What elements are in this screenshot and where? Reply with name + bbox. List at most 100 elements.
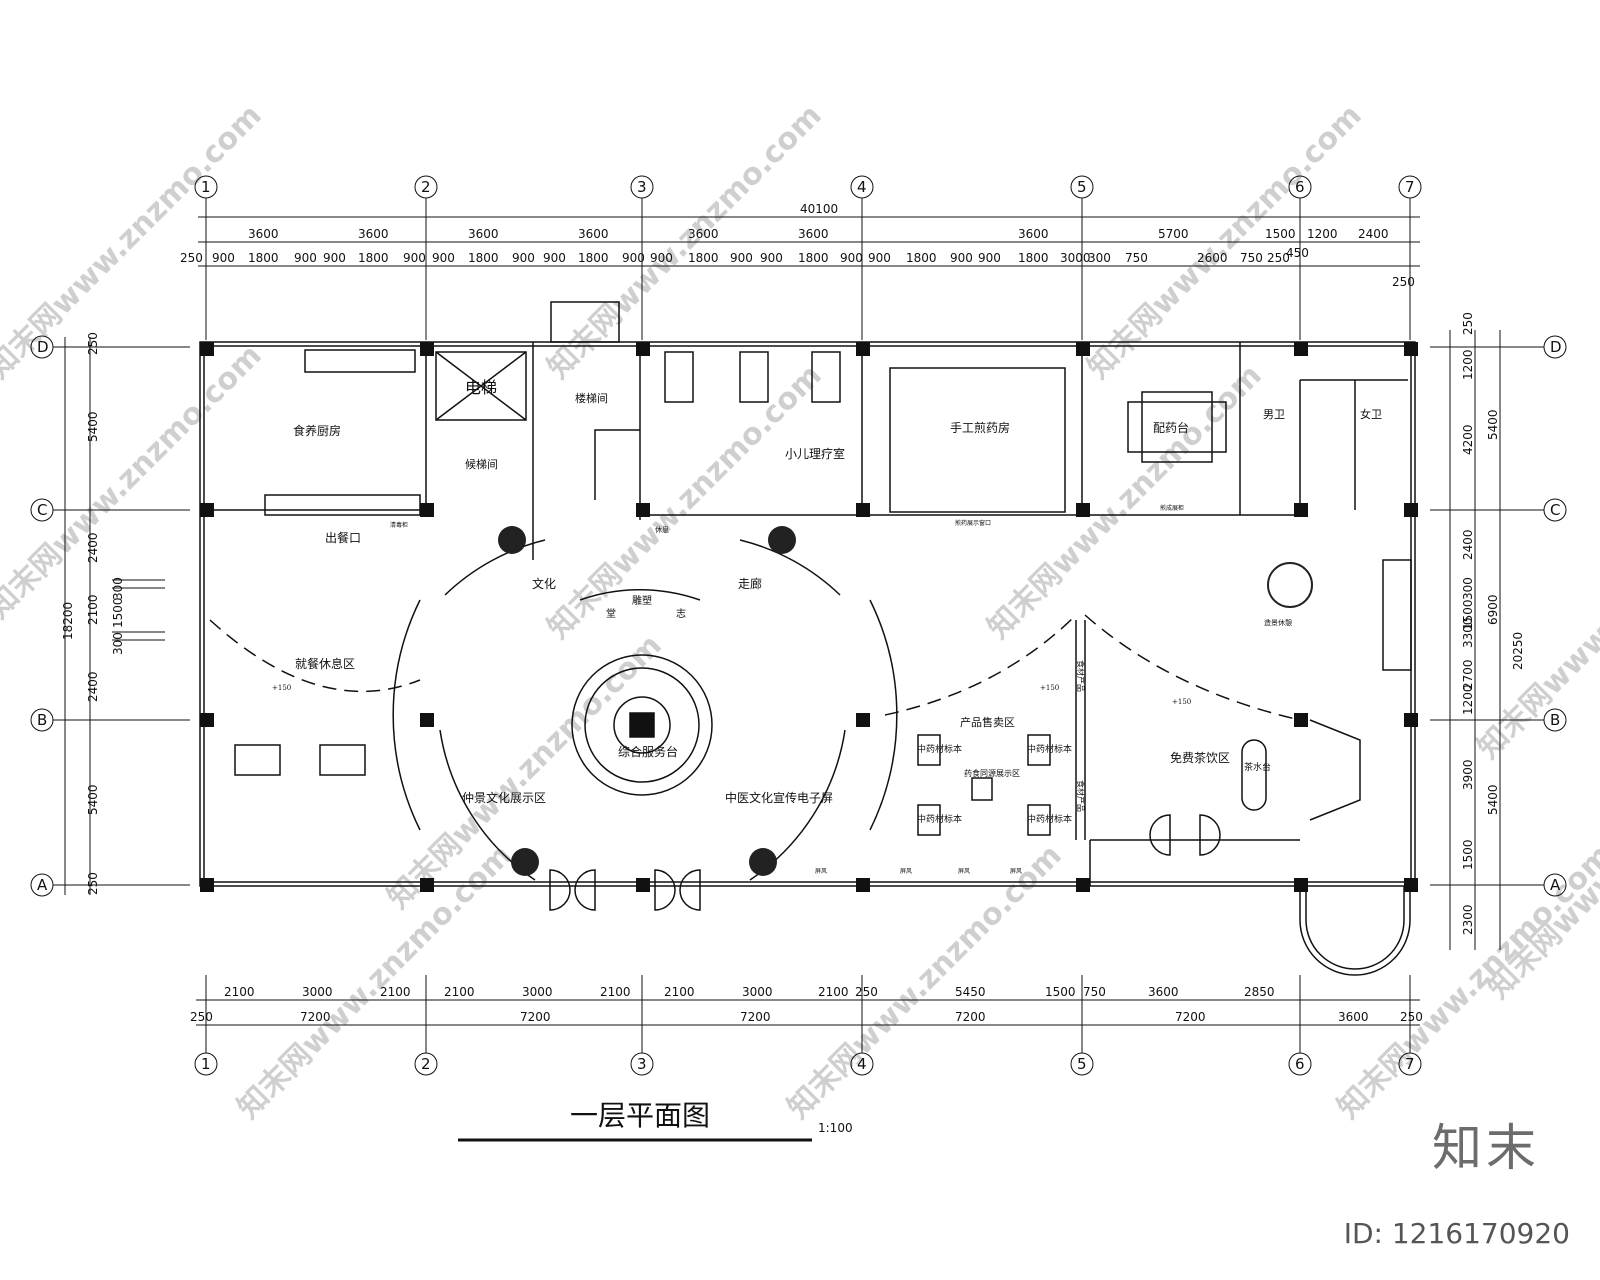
room-label-culture: 文化 — [532, 576, 556, 591]
dimension-text: 300 — [111, 632, 125, 655]
elevation-mark: +150 — [1172, 698, 1191, 706]
dimension-text: 40100 — [800, 202, 838, 216]
dimension-text: 7200 — [955, 1010, 986, 1024]
dimension-text: 6900 — [1486, 594, 1500, 625]
dimension-text: 2850 — [1244, 985, 1275, 999]
axis-label: B — [37, 711, 47, 729]
dimension-text: 2100 — [444, 985, 475, 999]
drawing-title: 一层平面图 — [570, 1099, 710, 1132]
room-label-tea: 免费茶饮区 — [1170, 750, 1230, 765]
dimension-text: 20250 — [1511, 632, 1525, 670]
dimension-text: 7200 — [520, 1010, 551, 1024]
dimension-text: 2300 — [1461, 904, 1475, 935]
room-label-waiting: 候梯间 — [465, 457, 498, 471]
room-label-motto-a: 堂 — [606, 608, 616, 620]
watermark: 知末网www.znzmo.com — [231, 838, 519, 1126]
dimension-text: 900 — [403, 251, 426, 265]
dimension-text: 3600 — [1148, 985, 1179, 999]
dimension-text: 250 — [86, 332, 100, 355]
brand-logo-text: 知末 — [1432, 1119, 1540, 1177]
axis-label: A — [37, 876, 48, 894]
right-dimensions: 250 1200 4200 5400 2400 6900 1500 3300 3… — [1461, 312, 1525, 935]
dimension-text: 7200 — [740, 1010, 771, 1024]
dimension-text: 3000 — [302, 985, 333, 999]
dimension-text: 300 — [111, 577, 125, 600]
room-label-motto-b: 志 — [676, 607, 686, 620]
dimension-text: 450 — [1286, 246, 1309, 260]
dimension-text: 250 — [1461, 312, 1475, 335]
room-label-corridor: 走廊 — [738, 576, 762, 591]
dimension-text: 900 — [323, 251, 346, 265]
room-label-decoction: 手工煎药房 — [950, 420, 1010, 435]
room-label-men: 男卫 — [1263, 408, 1285, 421]
dimension-text: 1800 — [1018, 251, 1049, 265]
dimension-text: 900 — [432, 251, 455, 265]
room-label-screen-partition: 屏风 — [815, 868, 827, 875]
room-label-sculpture: 雕塑 — [632, 594, 652, 607]
right-axis-labels: D C B A — [1550, 338, 1562, 894]
dimension-text: 250 — [190, 1010, 213, 1024]
axis-label: C — [1550, 501, 1560, 519]
dimension-text: 4200 — [1461, 424, 1475, 455]
room-label-herb-sample: 中药材标本 — [1027, 743, 1072, 755]
axis-label: 2 — [421, 1055, 431, 1073]
dimension-text: 5700 — [1158, 227, 1189, 241]
dimension-text: 3600 — [468, 227, 499, 241]
dimension-text: 250 — [1267, 251, 1290, 265]
dimension-text: 750 — [1083, 985, 1106, 999]
dimension-text: 900 — [978, 251, 1001, 265]
dimension-text: 2100 — [818, 985, 849, 999]
structural-columns — [200, 342, 1418, 892]
dimension-text: 3600 — [1018, 227, 1049, 241]
axis-label: B — [1550, 711, 1560, 729]
axis-label: 4 — [857, 1055, 867, 1073]
axis-label: 7 — [1405, 1055, 1415, 1073]
image-id-text: ID: 1216170920 — [1343, 1217, 1570, 1250]
dimension-text: 900 — [950, 251, 973, 265]
left-dimensions: 250 5400 2400 2100 1500 300 300 2400 540… — [61, 332, 125, 895]
dimension-text: 900 — [730, 251, 753, 265]
room-label-screen-partition: 屏风 — [900, 868, 912, 875]
dimension-text: 3300 — [1461, 617, 1475, 648]
room-label-food-product: 食材产品 — [1076, 780, 1086, 812]
room-label-pediatric: 小儿理疗室 — [785, 446, 845, 461]
dimension-text: 18200 — [61, 602, 75, 640]
dimension-text: 1500 — [1461, 599, 1475, 630]
room-label-dispensing: 配药台 — [1153, 420, 1189, 435]
axis-label: D — [1550, 338, 1562, 356]
dimension-text: 900 — [543, 251, 566, 265]
dimension-text: 7200 — [300, 1010, 331, 1024]
room-label-herb-sample: 中药材标本 — [917, 743, 962, 755]
watermark: 知末网www.znzmo.com — [0, 338, 269, 626]
dimension-text: 3600 — [1338, 1010, 1369, 1024]
axis-label: 4 — [857, 178, 867, 196]
dimension-text: 3000 — [1060, 251, 1091, 265]
axis-label: 5 — [1077, 178, 1087, 196]
room-label-tea-station: 茶水台 — [1244, 761, 1271, 773]
dimension-text: 900 — [868, 251, 891, 265]
room-labels: 食养厨房 出餐口 电梯 楼梯间 候梯间 小儿理疗室 手工煎药房 配药台 男卫 女… — [272, 378, 1382, 875]
bottom-axis-labels: 1 2 3 4 5 6 7 — [201, 1055, 1415, 1073]
dimension-text: 5400 — [1486, 784, 1500, 815]
dimension-text: 2400 — [1358, 227, 1389, 241]
dimension-text: 2100 — [86, 594, 100, 625]
dimension-text: 1800 — [798, 251, 829, 265]
dimension-text: 900 — [512, 251, 535, 265]
dimension-text: 900 — [622, 251, 645, 265]
room-label-food-product: 食材产品 — [1076, 660, 1086, 692]
drawing-scale: 1:100 — [818, 1121, 853, 1135]
dimension-text: 300 — [1088, 251, 1111, 265]
dimension-text: 3600 — [248, 227, 279, 241]
dimension-text: 7200 — [1175, 1010, 1206, 1024]
axis-label: 1 — [201, 1055, 211, 1073]
dimension-text: 250 — [180, 251, 203, 265]
axis-label: 3 — [637, 178, 647, 196]
elevation-mark: +150 — [1040, 684, 1059, 692]
dimension-text: 250 — [1392, 275, 1415, 289]
room-label-service: 综合服务台 — [618, 744, 678, 759]
axis-label: 2 — [421, 178, 431, 196]
dimension-text: 1500 — [111, 597, 125, 628]
axis-label: C — [37, 501, 47, 519]
room-label-rest: 休息 — [655, 525, 669, 534]
top-dimensions: 40100 3600 3600 3600 3600 3600 3600 3600… — [180, 202, 1415, 289]
